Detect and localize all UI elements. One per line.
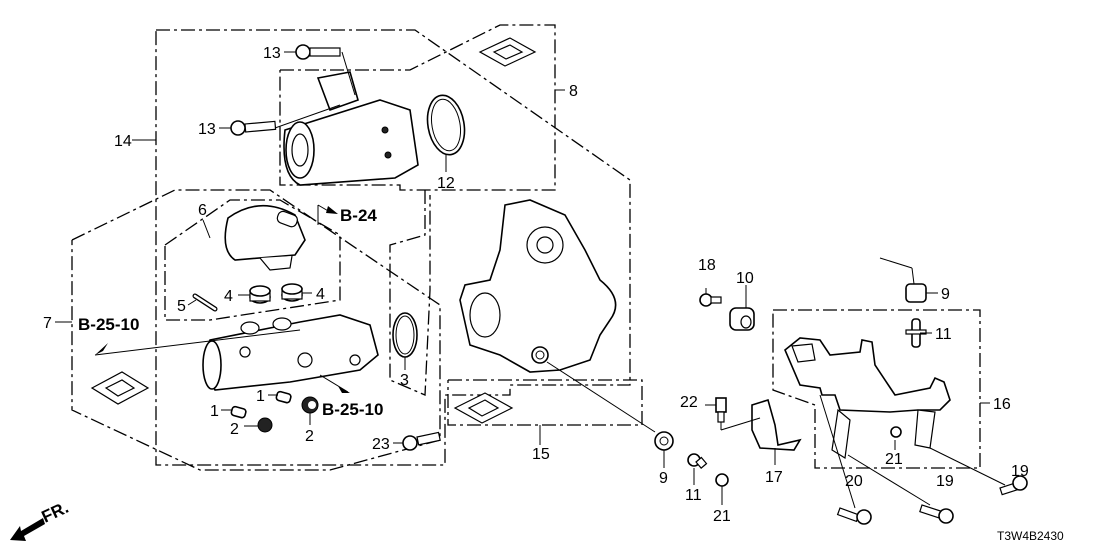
label-4-right: 4 bbox=[316, 286, 325, 303]
label-2-left: 2 bbox=[230, 421, 239, 438]
bracket-16 bbox=[784, 337, 951, 459]
fitting-1-lower bbox=[230, 405, 247, 419]
group-boundary-3 bbox=[389, 190, 431, 396]
group-boundary-14 bbox=[155, 29, 631, 466]
label-22: 22 bbox=[680, 394, 698, 411]
label-1-upper: 1 bbox=[256, 388, 265, 405]
ref-b2510-right[interactable]: B-25-10 bbox=[322, 400, 383, 419]
label-5: 5 bbox=[177, 298, 186, 315]
plug-2-right bbox=[301, 396, 319, 414]
master-cylinder bbox=[202, 314, 379, 391]
bolt-13-top bbox=[295, 44, 341, 60]
gasket-symbol-top bbox=[478, 37, 537, 67]
label-2-right: 2 bbox=[305, 428, 314, 445]
label-12: 12 bbox=[437, 175, 455, 192]
label-7: 7 bbox=[43, 315, 52, 332]
group-boundary-6 bbox=[164, 199, 341, 321]
label-18: 18 bbox=[698, 257, 716, 274]
leader-lines bbox=[55, 51, 1006, 509]
bolt-22 bbox=[715, 397, 727, 423]
arrow-b2510-right bbox=[338, 386, 350, 393]
group-boundary-7 bbox=[71, 189, 441, 471]
label-11-bottom: 11 bbox=[685, 487, 702, 504]
bracket-17 bbox=[751, 398, 802, 451]
o-ring-12 bbox=[426, 94, 466, 156]
diagram-code: T3W4B2430 bbox=[997, 529, 1064, 543]
label-9-top: 9 bbox=[941, 286, 950, 303]
grommet-4-left bbox=[249, 285, 271, 304]
label-16: 16 bbox=[993, 396, 1011, 413]
ref-b2510-left[interactable]: B-25-10 bbox=[78, 315, 139, 334]
arrow-b24 bbox=[326, 206, 338, 214]
group-boundary-15 bbox=[447, 379, 643, 426]
bolt-19-right bbox=[999, 475, 1028, 496]
label-3: 3 bbox=[400, 372, 409, 389]
nut-9-bottom bbox=[654, 431, 674, 451]
label-1-lower: 1 bbox=[210, 403, 219, 420]
label-9-bottom: 9 bbox=[659, 470, 668, 487]
grommet-4-right bbox=[281, 283, 303, 302]
o-ring-3 bbox=[392, 312, 418, 358]
bolt-23 bbox=[402, 431, 441, 451]
nut-21-bottom bbox=[715, 473, 729, 487]
clip-11-bottom bbox=[687, 453, 708, 469]
label-17: 17 bbox=[765, 469, 783, 486]
label-10: 10 bbox=[736, 270, 754, 287]
ref-b24[interactable]: B-24 bbox=[340, 206, 377, 225]
clip-11-top bbox=[905, 318, 927, 348]
label-14: 14 bbox=[114, 133, 132, 150]
bolt-18 bbox=[699, 293, 722, 307]
label-19-right: 19 bbox=[1011, 463, 1029, 480]
group-boundary-16 bbox=[772, 309, 981, 469]
label-8: 8 bbox=[569, 83, 578, 100]
arrow-b2510-left bbox=[95, 343, 108, 355]
actuator-motor bbox=[283, 71, 419, 186]
front-arrow-icon bbox=[10, 518, 45, 541]
label-13-mid: 13 bbox=[198, 121, 216, 138]
gasket-symbol-mid bbox=[453, 392, 514, 424]
bolt-13-mid bbox=[230, 120, 277, 136]
nut-9-top bbox=[905, 283, 927, 303]
group-boundary-8 bbox=[279, 24, 556, 191]
bolt-20 bbox=[836, 507, 872, 525]
bushing-10 bbox=[729, 307, 755, 331]
label-21-bracket: 21 bbox=[885, 451, 903, 468]
label-6: 6 bbox=[198, 202, 207, 219]
nut-21-bracket bbox=[890, 426, 902, 438]
gear-housing bbox=[459, 199, 617, 373]
label-21-bottom: 21 bbox=[713, 508, 731, 525]
label-20: 20 bbox=[845, 473, 863, 490]
bolt-19-lower bbox=[919, 504, 954, 524]
label-23: 23 bbox=[372, 436, 390, 453]
label-13-top: 13 bbox=[263, 45, 281, 62]
label-11-top: 11 bbox=[935, 326, 952, 343]
label-19-lower: 19 bbox=[936, 473, 954, 490]
brake-fluid-reservoir bbox=[224, 204, 306, 271]
label-15: 15 bbox=[532, 446, 550, 463]
plug-2-left bbox=[257, 417, 273, 433]
fitting-1-upper bbox=[275, 390, 292, 404]
gasket-symbol-left bbox=[90, 371, 150, 405]
label-4-left: 4 bbox=[224, 288, 233, 305]
front-direction-indicator: FR. bbox=[10, 498, 72, 541]
